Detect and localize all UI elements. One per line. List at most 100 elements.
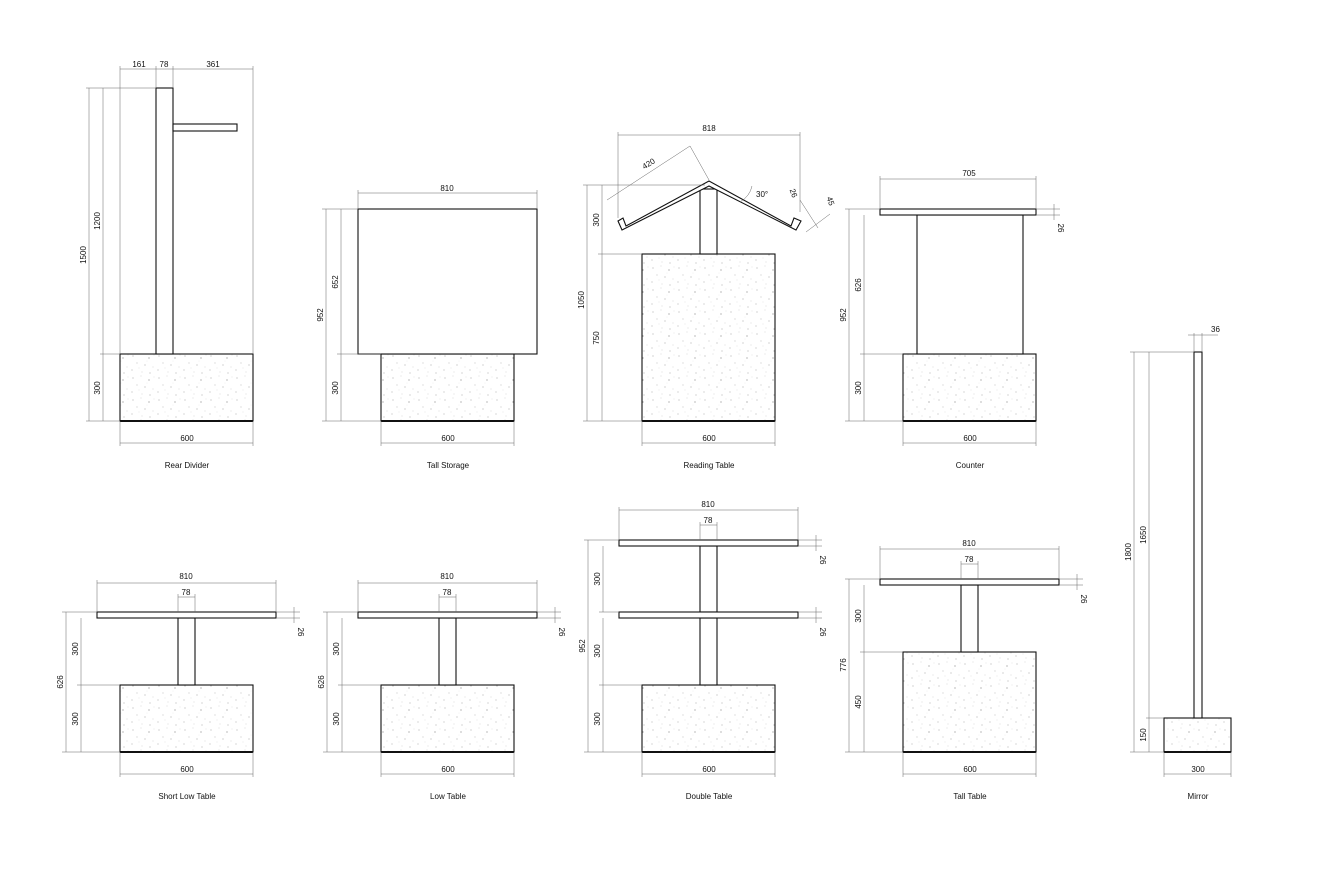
dim-low-table-300b: 300 xyxy=(332,712,341,726)
low-table-concrete-base xyxy=(380,684,515,753)
dim-tall-table-26: 26 xyxy=(1079,595,1088,604)
dim-tall-storage-952: 952 xyxy=(316,308,325,322)
tall-storage-concrete-base xyxy=(380,353,515,422)
short-low-table-drawing: 810 78 26 626 300 300 600 Short Low Tabl… xyxy=(56,572,305,801)
low-table-post xyxy=(438,617,457,686)
dim-low-table-300a: 300 xyxy=(332,642,341,656)
reading-table-post xyxy=(699,188,718,255)
mirror-concrete-base xyxy=(1163,717,1232,753)
caption-reading-table: Reading Table xyxy=(683,461,735,470)
caption-tall-table: Tall Table xyxy=(953,792,987,801)
dim-reading-table-45: 45 xyxy=(825,195,837,207)
tall-table-top xyxy=(879,578,1060,586)
short-low-table-concrete-base xyxy=(119,684,254,753)
dim-tall-table-776: 776 xyxy=(839,658,848,672)
caption-tall-storage: Tall Storage xyxy=(427,461,470,470)
double-table-lower-top xyxy=(618,611,799,619)
dim-double-table-300c: 300 xyxy=(593,712,602,726)
dim-mirror-300: 300 xyxy=(1191,765,1205,774)
dim-counter-600: 600 xyxy=(963,434,977,443)
dim-tall-storage-600: 600 xyxy=(441,434,455,443)
tall-table-concrete-base xyxy=(902,651,1037,753)
low-table-top xyxy=(357,611,538,619)
dim-double-table-78: 78 xyxy=(704,516,713,525)
dim-rear-divider-78: 78 xyxy=(160,60,169,69)
dim-reading-table-26: 26 xyxy=(788,187,800,199)
dim-short-low-table-600: 600 xyxy=(180,765,194,774)
caption-counter: Counter xyxy=(956,461,985,470)
counter-concrete-base xyxy=(902,353,1037,422)
dim-short-low-table-300b: 300 xyxy=(71,712,80,726)
reading-table-angled-top xyxy=(617,180,802,231)
dim-short-low-table-78: 78 xyxy=(182,588,191,597)
dim-low-table-600: 600 xyxy=(441,765,455,774)
dim-reading-table-750: 750 xyxy=(592,331,601,345)
dim-double-table-300b: 300 xyxy=(593,644,602,658)
dim-mirror-1800: 1800 xyxy=(1124,543,1133,561)
reading-table-concrete-base xyxy=(641,253,776,422)
dim-tall-table-810: 810 xyxy=(962,539,976,548)
dim-low-table-26: 26 xyxy=(557,628,566,637)
dim-short-low-table-300a: 300 xyxy=(71,642,80,656)
rear-divider-post xyxy=(155,87,174,355)
dim-rear-divider-600: 600 xyxy=(180,434,194,443)
dim-counter-626: 626 xyxy=(854,278,863,292)
dim-mirror-36: 36 xyxy=(1211,325,1220,334)
tall-storage-drawing: 810 952 652 300 600 Tall Storage xyxy=(316,184,538,470)
dim-rear-divider-161: 161 xyxy=(132,60,146,69)
reading-table-drawing: 818 420 30° 26 45 1050 300 750 600 Readi… xyxy=(577,124,836,470)
double-table-upper-post xyxy=(699,545,718,613)
dim-rear-divider-361: 361 xyxy=(206,60,220,69)
dim-reading-table-818: 818 xyxy=(702,124,716,133)
low-table-drawing: 810 78 26 626 300 300 600 Low Table xyxy=(317,572,566,801)
tall-storage-cabinet xyxy=(357,208,538,355)
dim-tall-table-450: 450 xyxy=(854,695,863,709)
dim-rear-divider-1500: 1500 xyxy=(79,246,88,264)
mirror-panel xyxy=(1193,351,1203,719)
double-table-lower-post xyxy=(699,617,718,686)
dim-short-low-table-26: 26 xyxy=(296,628,305,637)
caption-double-table: Double Table xyxy=(686,792,733,801)
dim-low-table-810: 810 xyxy=(440,572,454,581)
double-table-concrete-base xyxy=(641,684,776,753)
dim-double-table-300a: 300 xyxy=(593,572,602,586)
dim-low-table-626: 626 xyxy=(317,675,326,689)
dim-reading-table-30deg: 30° xyxy=(756,190,768,199)
dim-double-table-26a: 26 xyxy=(818,556,827,565)
dim-counter-26: 26 xyxy=(1056,224,1065,233)
dim-tall-table-300: 300 xyxy=(854,609,863,623)
dim-mirror-1650: 1650 xyxy=(1139,526,1148,544)
dim-tall-storage-652: 652 xyxy=(331,275,340,289)
dim-rear-divider-1200: 1200 xyxy=(93,212,102,230)
rear-divider-arm xyxy=(172,123,238,132)
dim-rear-divider-300: 300 xyxy=(93,381,102,395)
dim-counter-952: 952 xyxy=(839,308,848,322)
dim-counter-705: 705 xyxy=(962,169,976,178)
mirror-drawing: 36 1800 1650 150 300 Mirror xyxy=(1124,325,1232,801)
dim-short-low-table-810: 810 xyxy=(179,572,193,581)
dim-double-table-810: 810 xyxy=(701,500,715,509)
tall-table-drawing: 810 78 26 776 300 450 600 Tall Table xyxy=(839,539,1088,801)
caption-short-low-table: Short Low Table xyxy=(158,792,216,801)
rear-divider-concrete-base xyxy=(119,353,254,422)
dim-reading-table-600: 600 xyxy=(702,434,716,443)
tall-table-post xyxy=(960,584,979,653)
dim-tall-table-600: 600 xyxy=(963,765,977,774)
dim-tall-storage-810: 810 xyxy=(440,184,454,193)
dim-double-table-952: 952 xyxy=(578,639,587,653)
dim-reading-table-300: 300 xyxy=(592,213,601,227)
rear-divider-drawing: 161 78 361 1500 1200 300 600 Rear Divide… xyxy=(79,60,254,470)
caption-mirror: Mirror xyxy=(1188,792,1209,801)
counter-body xyxy=(916,214,1024,355)
caption-low-table: Low Table xyxy=(430,792,466,801)
double-table-drawing: 810 78 26 26 952 300 300 300 600 Double … xyxy=(578,500,827,801)
dim-short-low-table-626: 626 xyxy=(56,675,65,689)
dim-counter-300: 300 xyxy=(854,381,863,395)
dim-low-table-78: 78 xyxy=(443,588,452,597)
double-table-upper-top xyxy=(618,539,799,547)
dim-mirror-150: 150 xyxy=(1139,728,1148,742)
dim-tall-table-78: 78 xyxy=(965,555,974,564)
dim-tall-storage-300: 300 xyxy=(331,381,340,395)
